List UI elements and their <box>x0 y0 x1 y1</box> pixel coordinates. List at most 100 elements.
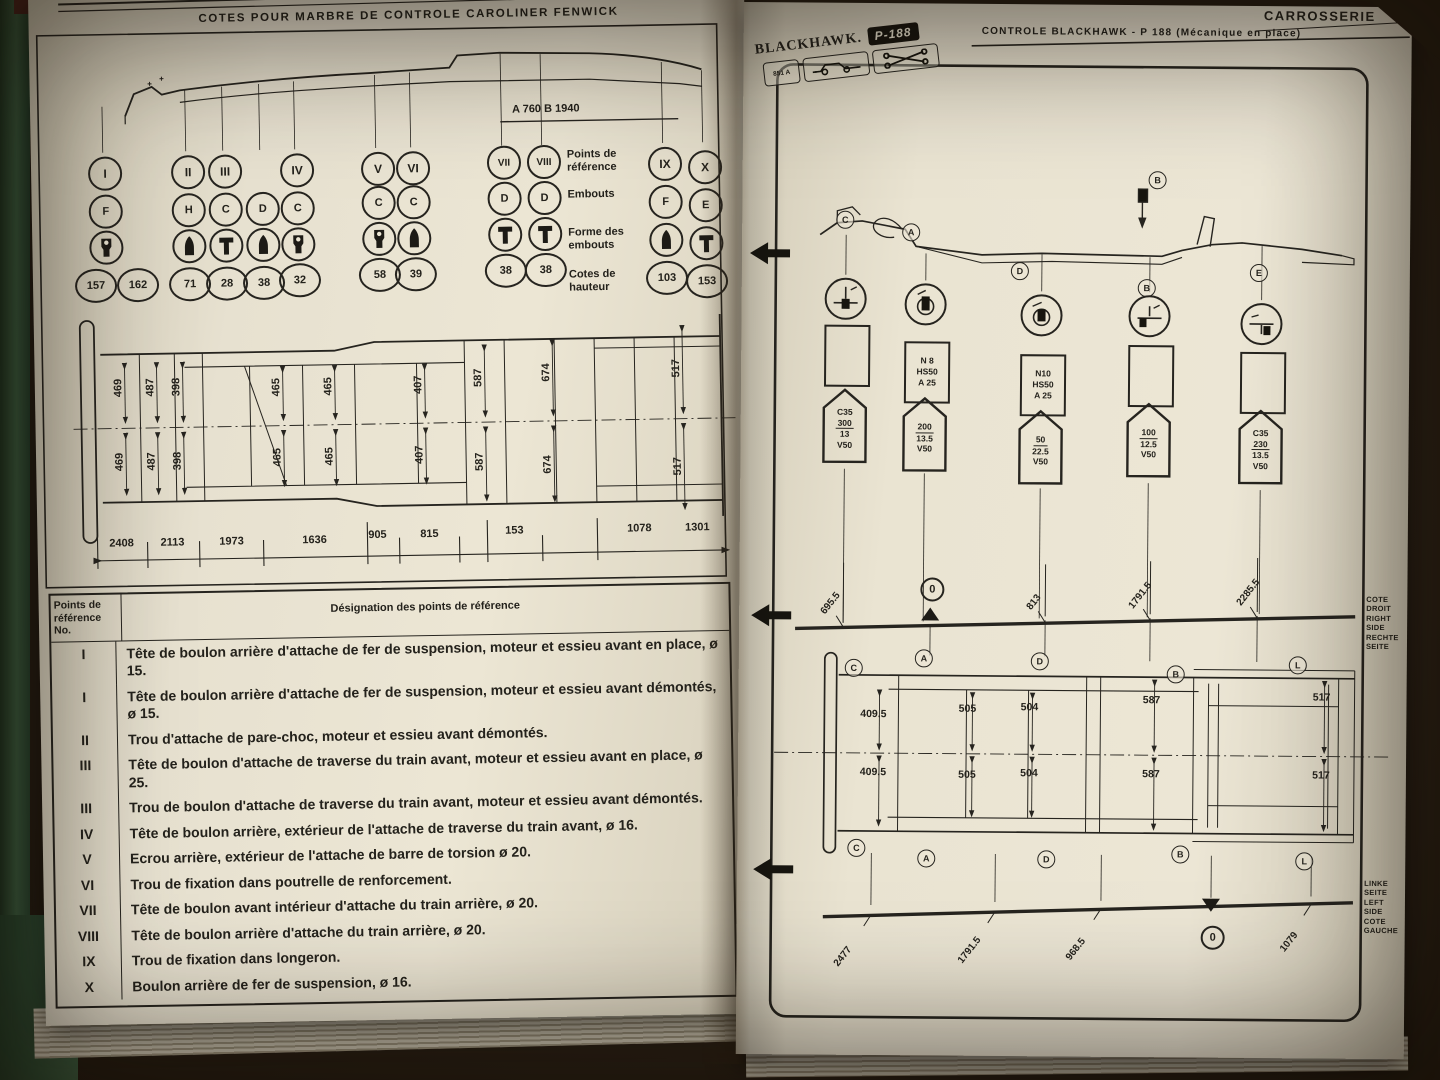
datum-triangle <box>921 607 940 621</box>
tag-line: A 25 <box>918 377 936 388</box>
row-no: III <box>53 795 120 823</box>
row-no: VII <box>55 897 122 925</box>
datum-zero-circle: 0 <box>920 577 945 602</box>
dim-label: 465 <box>271 447 284 467</box>
dim-label: 517 <box>1312 691 1331 704</box>
dim-label: 587 <box>1142 694 1161 707</box>
dim-label: 905 <box>368 528 387 542</box>
point-letter-circle: B <box>1171 845 1190 864</box>
point-letter-circle: C <box>836 210 855 229</box>
point-letter-circle: L <box>1288 656 1307 675</box>
tool-tag-rect: N 8 HS50 A 25 <box>903 341 951 404</box>
row-no: III <box>53 752 119 797</box>
bolt-letter-circle: B <box>1148 171 1167 190</box>
left-page-line-art <box>35 0 738 589</box>
embout-shape-bullet-icon <box>396 221 432 256</box>
tag-line: A 25 <box>1034 390 1052 401</box>
row-no: IV <box>54 821 120 848</box>
left-page: COTES POUR MARBRE DE CONTROLE CAROLINER … <box>28 0 762 1026</box>
embout-shape-plug-icon <box>89 230 124 265</box>
dim-label: 1636 <box>302 533 327 547</box>
dim-label: 505 <box>958 702 977 715</box>
point-letter-circle: D <box>1037 850 1056 869</box>
row-no: VI <box>55 872 121 899</box>
adapter-icon <box>1019 293 1063 337</box>
dim-label: 517 <box>669 358 683 378</box>
point-letter-circle: C <box>844 658 863 677</box>
dim-label: 487 <box>145 452 158 471</box>
tool-tag-rect <box>1127 345 1175 408</box>
table-header-no: Points de référence No. <box>50 594 123 642</box>
dim-label: 517 <box>671 456 684 476</box>
dim-label: 409.5 <box>859 765 887 779</box>
row-no: IX <box>56 948 123 976</box>
side-view-dim-label: A 760 B 1940 <box>511 102 580 116</box>
dim-label: 504 <box>1020 701 1039 714</box>
dim-label: 504 <box>1020 767 1038 780</box>
tool-tag-rect <box>1239 351 1287 415</box>
adapter-icon <box>823 277 867 321</box>
row-no: V <box>54 846 121 874</box>
legend-cotes-de-hauteur: Cotes de hauteur <box>568 267 616 294</box>
row-no: II <box>52 727 119 754</box>
adapter-icon <box>1239 302 1283 346</box>
point-letter-circle: B <box>1166 665 1185 684</box>
right-page-line-art <box>750 21 1410 1023</box>
dim-label: 674 <box>541 455 554 474</box>
dim-label: 407 <box>412 375 425 395</box>
embout-shape-bullet-icon <box>172 228 207 264</box>
dim-label: 153 <box>505 524 524 537</box>
section-label-carrosserie: CARROSSERIE <box>1263 8 1376 24</box>
dim-label: 1078 <box>627 522 652 535</box>
reference-points-table: Points de référence No. Désignation des … <box>48 581 738 1009</box>
right-page: CONTROLE BLACKHAWK - P 188 (Mécanique en… <box>735 2 1412 1060</box>
dim-label: 815 <box>420 527 439 541</box>
dim-label: 674 <box>539 363 553 382</box>
logo-sub-text: 851 A <box>762 58 801 87</box>
point-letter-circle: A <box>902 223 921 242</box>
embout-shape-plug-icon <box>361 221 397 257</box>
dim-label: 505 <box>958 768 976 781</box>
dim-label: 398 <box>170 377 183 397</box>
dim-label: 465 <box>322 377 335 396</box>
blackhawk-logo: BLACKHAWK.P-188 851 A <box>754 17 966 116</box>
point-letter-circle: C <box>847 838 866 857</box>
dim-label: 587 <box>473 452 486 471</box>
embout-shape-tee-icon <box>209 228 244 263</box>
adapter-icon <box>1127 294 1171 338</box>
point-letter-circle: E <box>1249 263 1268 283</box>
embout-shape-tee-icon <box>689 225 724 261</box>
car-icon <box>802 50 871 83</box>
embout-shape-plug-icon <box>281 227 316 262</box>
dim-label: 2408 <box>109 537 134 550</box>
point-letter-circle: D <box>1030 652 1049 671</box>
dim-label: 407 <box>413 445 426 465</box>
tool-tag-rect <box>823 324 871 388</box>
point-letter-circle: A <box>917 849 936 868</box>
point-letter-circle: D <box>1010 262 1029 281</box>
embout-shape-bullet-icon <box>649 222 684 258</box>
row-no: X <box>57 974 123 1001</box>
dim-label: 465 <box>323 447 336 466</box>
green-book-spine <box>0 0 30 1080</box>
row-no: I <box>52 684 118 729</box>
adapter-icon <box>903 282 947 326</box>
tag-line: HS50 <box>916 366 938 377</box>
datum-zero-circle: 0 <box>1200 925 1225 950</box>
row-no: I <box>51 641 118 686</box>
dim-label: 469 <box>112 378 125 398</box>
dim-label: 465 <box>270 377 283 397</box>
tag-line: N 8 <box>920 355 934 366</box>
dim-label: 409.5 <box>860 707 887 721</box>
embout-shape-bullet-icon <box>246 227 281 263</box>
dim-label: 1973 <box>219 535 244 548</box>
legend-forme-des-embouts: Forme des embouts <box>568 225 624 252</box>
legend-embouts: Embouts <box>567 187 615 201</box>
dim-label: 587 <box>472 368 485 387</box>
tool-tag-rect: N10 HS50 A 25 <box>1019 354 1067 417</box>
